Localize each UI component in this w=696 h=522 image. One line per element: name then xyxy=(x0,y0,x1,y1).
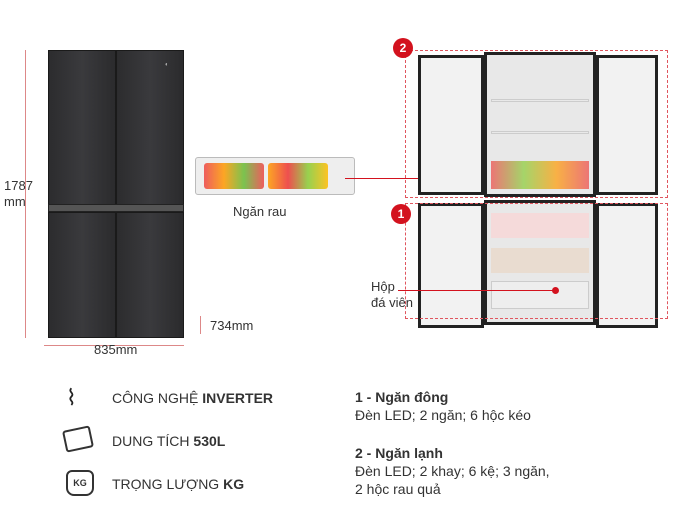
width-label: 835mm xyxy=(94,342,138,357)
fridge-door-left xyxy=(48,50,116,205)
feature-capacity: DUNG TÍCH 530L xyxy=(112,433,226,449)
crisper-label: Ngăn rau xyxy=(233,204,287,219)
ice-box-pointer-line xyxy=(398,290,555,291)
fridge-title: 2 - Ngăn lạnh xyxy=(355,445,443,461)
depth-line xyxy=(200,316,201,334)
freezer-door-right xyxy=(116,212,184,338)
freezer-door-right-open xyxy=(596,203,658,328)
crisper-drawer-image xyxy=(195,157,355,195)
fridge-interior xyxy=(484,52,596,197)
freezer-desc: Đèn LED; 2 ngăn; 6 hộc kéo xyxy=(355,407,531,423)
freezer-interior xyxy=(484,200,596,325)
lg-logo: ◐ xyxy=(165,62,169,68)
freezer-section-outline xyxy=(405,203,668,319)
freezer-door-left xyxy=(48,212,116,338)
fridge-door-right xyxy=(116,50,184,205)
open-door-left xyxy=(418,55,484,195)
marker-fridge: 2 xyxy=(393,38,413,58)
fridge-desc-line1: Đèn LED; 2 khay; 6 kệ; 3 ngăn, xyxy=(355,463,550,479)
weight-kg-icon: KG xyxy=(66,470,94,496)
ice-box-pointer-dot xyxy=(552,287,559,294)
height-line xyxy=(25,50,26,338)
fridge-desc-line2: 2 hộc rau quả xyxy=(355,481,441,497)
marker-freezer: 1 xyxy=(391,204,411,224)
handle-bar xyxy=(48,204,184,212)
open-door-right xyxy=(596,55,658,195)
feature-inverter: CÔNG NGHỆ INVERTER xyxy=(112,390,274,406)
fridge-section-outline xyxy=(405,50,668,198)
capacity-box-icon xyxy=(62,425,94,453)
width-line xyxy=(44,345,184,346)
inverter-circuit-icon: ⌇ xyxy=(66,385,77,410)
depth-label: 734mm xyxy=(210,318,254,333)
freezer-title: 1 - Ngăn đông xyxy=(355,389,449,405)
freezer-door-left-open xyxy=(418,203,484,328)
feature-weight: TRỌNG LƯỢNG KG xyxy=(112,476,245,492)
